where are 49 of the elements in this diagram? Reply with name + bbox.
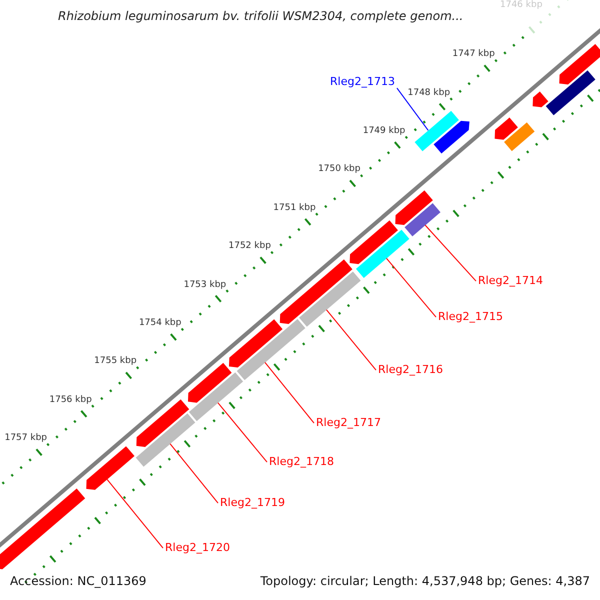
scale-label: 1750 kbp: [318, 165, 360, 176]
gene-label: Rleg2_1714: [478, 275, 543, 288]
gene-label: Rleg2_1713: [330, 76, 395, 88]
scale-label: 1747 kbp: [452, 50, 495, 60]
scale-label: 1756 kbp: [49, 396, 92, 406]
gene-label: Rleg2_1718: [269, 456, 334, 468]
leader-line: [217, 402, 268, 463]
gene-feature-bar: [532, 92, 548, 108]
gene-feature-bar: [228, 319, 283, 368]
gene-feature-bar: [136, 399, 190, 447]
gene-feature-bar: [136, 413, 196, 467]
gene-feature-bar: [280, 259, 352, 324]
gene-label: Rleg2_1717: [316, 417, 381, 430]
gene-feature-bar: [86, 446, 134, 490]
leader-line: [106, 478, 164, 549]
leader-line: [386, 258, 436, 318]
scale-label: 1748 kbp: [408, 88, 450, 98]
gene-feature-bar: [434, 120, 470, 154]
scale-label: 1749 kbp: [362, 126, 406, 137]
gene-feature-bar: [404, 203, 440, 236]
gene-label: Rleg2_1719: [220, 497, 285, 510]
gene-feature-bar: [414, 110, 459, 152]
gene-feature-bar: [0, 488, 86, 570]
gene-label: Rleg2_1720: [165, 542, 230, 554]
gene-feature-bar: [494, 118, 518, 140]
gene-feature-bar: [559, 44, 600, 84]
scale-label: 1751 kbp: [273, 204, 316, 214]
scale-label: 1752 kbp: [228, 242, 271, 252]
gene-feature-bar: [188, 362, 232, 403]
leader-line: [424, 224, 476, 282]
gene-feature-bar: [350, 220, 398, 264]
gene-feature-bar: [236, 318, 306, 380]
gene-feature-bar: [299, 271, 361, 327]
leader-line: [170, 443, 218, 504]
scale-label: 1754 kbp: [138, 319, 182, 329]
gene-label: Rleg2_1715: [438, 311, 503, 324]
gene-feature-bar: [188, 372, 244, 422]
scale-label: 1755 kbp: [94, 357, 137, 368]
map-title: Rhizobium leguminosarum bv. trifolii WSM2304, complete genom...: [58, 10, 464, 24]
gene-feature-bar: [395, 190, 433, 226]
scale-label: 1753 kbp: [184, 280, 226, 290]
leader-line: [264, 362, 314, 424]
gene-feature-bar: [356, 230, 410, 278]
scale-label: 1757 kbp: [4, 434, 47, 444]
gene-feature-bar: [546, 70, 596, 116]
leader-line: [326, 309, 376, 371]
gene-label: Rleg2_1716: [378, 364, 443, 376]
footer-text: Topology: circular; Length: 4,537,948 bp; Genes: 4,387: [260, 575, 590, 588]
gene-feature-bar: [504, 122, 535, 152]
